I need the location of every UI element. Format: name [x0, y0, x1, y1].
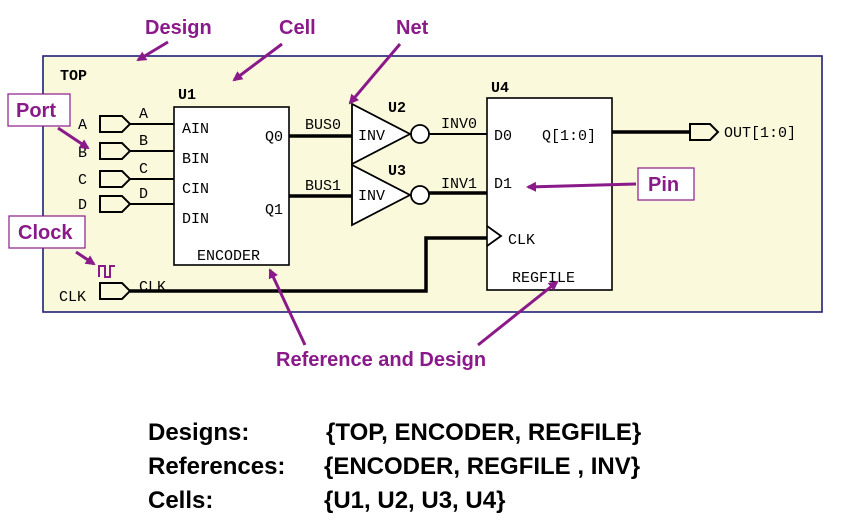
port-label-a: A — [78, 117, 87, 134]
summary-value-designs: {TOP, ENCODER, REGFILE} — [326, 419, 642, 446]
net-label-inv1: INV1 — [441, 176, 477, 193]
u4-regfile-block — [486, 97, 613, 291]
clock-waveform-icon — [98, 265, 115, 278]
port-label-b: B — [78, 145, 87, 162]
net-label-b: B — [139, 133, 148, 150]
summary-value-cells: {U1, U2, U3, U4} — [324, 487, 506, 514]
u3-instance-label: U3 — [388, 163, 406, 180]
net-clk-wire — [130, 236, 487, 293]
u4-pin-clk: CLK — [508, 232, 535, 249]
net-label-bus0: BUS0 — [305, 117, 341, 134]
net-label-d: D — [139, 186, 148, 203]
port-label-out: OUT[1:0] — [724, 125, 796, 142]
net-label-inv0: INV0 — [441, 116, 477, 133]
callout-clock-arrow — [75, 250, 96, 266]
callout-pin-box — [637, 167, 695, 201]
u1-pin-q0: Q0 — [265, 129, 283, 146]
summary-label-references: References: — [148, 453, 286, 480]
u1-pin-din: DIN — [182, 211, 209, 228]
callout-clock: Clock — [18, 222, 73, 244]
top-design-box — [42, 55, 823, 313]
callout-pin-arrow — [526, 181, 637, 192]
summary-label-cells: Cells: — [148, 487, 214, 514]
port-label-clk: CLK — [59, 289, 86, 306]
callout-port-box — [7, 93, 71, 127]
callout-net-arrow — [348, 43, 402, 105]
callout-cell-arrow — [232, 42, 283, 82]
summary-value-references: {ENCODER, REGFILE , INV} — [324, 453, 641, 480]
callout-clock-box — [8, 215, 86, 249]
u4-instance-label: U4 — [491, 80, 509, 97]
u2-inverter — [351, 102, 430, 166]
input-port-d — [99, 195, 174, 213]
u4-pin-d0: D0 — [494, 128, 512, 145]
callout-reference-arrow-regfile — [477, 280, 559, 347]
input-port-a — [99, 115, 174, 133]
summary-row-cells: Cells: {U1, U2, U3, U4} — [148, 484, 505, 518]
u4-reference-label: REGFILE — [512, 270, 575, 287]
summary-block: Designs: {TOP, ENCODER, REGFILE} Referen… — [148, 416, 641, 518]
net-label-clk: CLK — [139, 279, 166, 296]
callout-reference-arrow-encoder — [268, 268, 307, 346]
summary-row-designs: Designs: {TOP, ENCODER, REGFILE} — [148, 416, 641, 450]
callout-pin: Pin — [648, 174, 679, 196]
top-design-label: TOP — [60, 68, 87, 85]
input-port-c — [99, 170, 174, 188]
input-port-clk — [99, 282, 132, 300]
callout-design-arrow — [136, 40, 169, 62]
summary-label-designs: Designs: — [148, 419, 250, 446]
summary-row-references: References: {ENCODER, REGFILE , INV} — [148, 450, 640, 484]
output-port-out — [689, 123, 720, 141]
u2-instance-label: U2 — [388, 100, 406, 117]
callout-cell: Cell — [279, 17, 316, 39]
callout-reference: Reference and Design — [276, 349, 486, 371]
u1-pin-bin: BIN — [182, 151, 209, 168]
input-port-b — [99, 142, 174, 160]
port-label-d: D — [78, 197, 87, 214]
net-label-c: C — [139, 161, 148, 178]
u2-reference-label: INV — [358, 128, 385, 145]
u1-pin-cin: CIN — [182, 181, 209, 198]
u1-encoder-block — [173, 106, 290, 266]
u3-reference-label: INV — [358, 188, 385, 205]
net-label-bus1: BUS1 — [305, 178, 341, 195]
callout-design: Design — [145, 17, 212, 39]
callout-net: Net — [396, 17, 429, 39]
u1-reference-label: ENCODER — [197, 248, 260, 265]
u4-pin-q: Q[1:0] — [542, 128, 596, 145]
callout-port-arrow — [57, 126, 90, 150]
net-label-a: A — [139, 106, 148, 123]
u1-instance-label: U1 — [178, 87, 196, 104]
u4-clk-pin-triangle — [486, 225, 503, 247]
u3-inverter — [351, 163, 430, 227]
port-label-c: C — [78, 172, 87, 189]
u4-pin-d1: D1 — [494, 176, 512, 193]
u1-pin-ain: AIN — [182, 121, 209, 138]
callout-port: Port — [16, 100, 56, 122]
u1-pin-q1: Q1 — [265, 202, 283, 219]
